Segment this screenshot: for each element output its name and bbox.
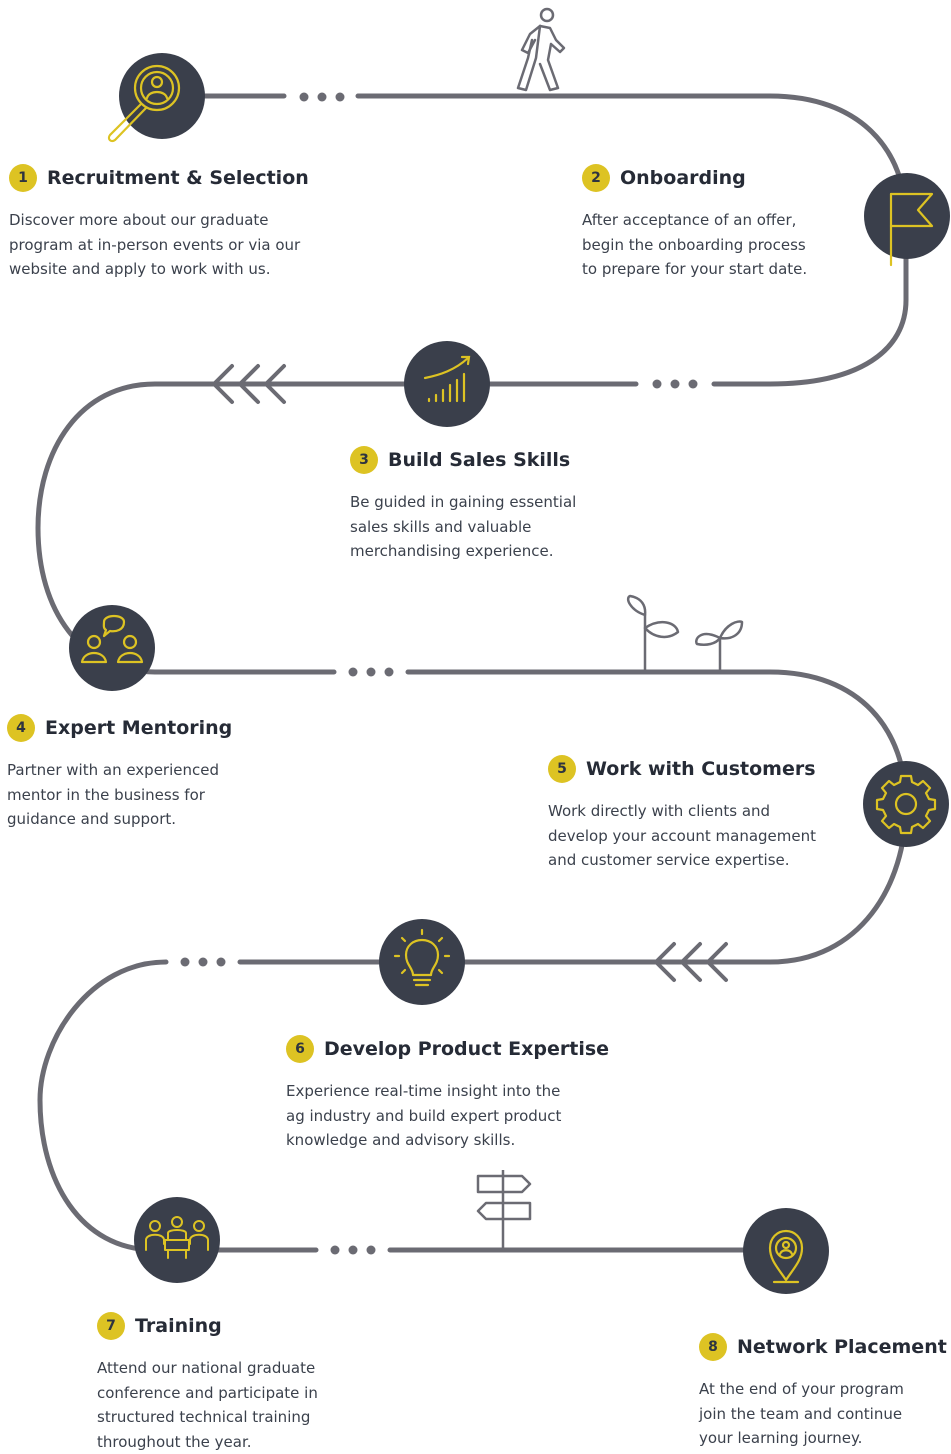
step-2: 2 Onboarding After acceptance of an offe…	[582, 164, 862, 282]
sprouts-icon	[626, 594, 744, 672]
gear-icon	[875, 774, 937, 835]
step-6: 6 Develop Product Expertise Experience r…	[286, 1035, 626, 1153]
dots-1	[299, 92, 345, 102]
step-5: 5 Work with Customers Work directly with…	[548, 755, 858, 873]
step-description: Experience real-time insight into the ag…	[286, 1082, 562, 1149]
dots-2	[652, 379, 698, 389]
step-title: Onboarding	[620, 167, 746, 189]
step-number-badge: 4	[7, 714, 35, 742]
step-number-badge: 5	[548, 755, 576, 783]
step-5-icon-circle	[863, 761, 949, 847]
step-description: Partner with an experienced mentor in th…	[7, 761, 219, 828]
step-number-badge: 8	[699, 1333, 727, 1361]
walking-person-icon	[516, 7, 566, 92]
step-description: Be guided in gaining essential sales ski…	[350, 493, 577, 560]
lightbulb-icon	[393, 928, 451, 987]
step-3-icon-circle	[404, 341, 490, 427]
step-number-badge: 2	[582, 164, 610, 192]
chevrons-left-icon	[654, 942, 728, 982]
dots-5	[330, 1245, 376, 1255]
step-7-icon-circle	[134, 1197, 220, 1283]
signpost-icon	[476, 1170, 532, 1250]
team-meeting-icon	[145, 1216, 209, 1259]
step-number-badge: 3	[350, 446, 378, 474]
magnifier-person-icon	[107, 64, 181, 143]
step-6-icon-circle	[379, 919, 465, 1005]
step-4-icon-circle	[69, 605, 155, 691]
chevrons-left-icon	[212, 364, 286, 404]
step-description: Work directly with clients and develop y…	[548, 802, 816, 869]
dots-4	[180, 957, 226, 967]
step-2-icon-circle	[864, 173, 950, 267]
step-number-badge: 1	[9, 164, 37, 192]
step-7: 7 Training Attend our national graduate …	[97, 1312, 397, 1454]
step-description: At the end of your program join the team…	[699, 1380, 904, 1447]
step-number-badge: 6	[286, 1035, 314, 1063]
step-description: Discover more about our graduate program…	[9, 211, 301, 278]
step-number-badge: 7	[97, 1312, 125, 1340]
step-title: Recruitment & Selection	[47, 167, 309, 189]
step-4: 4 Expert Mentoring Partner with an exper…	[7, 714, 307, 832]
step-description: Attend our national graduate conference …	[97, 1359, 318, 1451]
flag-icon	[889, 192, 934, 267]
step-title: Training	[135, 1315, 222, 1337]
step-title: Work with Customers	[586, 758, 816, 780]
step-title: Develop Product Expertise	[324, 1038, 610, 1060]
step-title: Build Sales Skills	[388, 449, 571, 471]
location-pin-icon	[768, 1229, 804, 1284]
step-description: After acceptance of an offer, begin the …	[582, 211, 808, 278]
dots-3	[348, 667, 394, 677]
step-title: Expert Mentoring	[45, 717, 233, 739]
step-8-icon-circle	[743, 1208, 829, 1294]
step-3: 3 Build Sales Skills Be guided in gainin…	[350, 446, 650, 564]
growth-chart-icon	[423, 355, 471, 403]
conversation-icon	[80, 614, 144, 664]
step-title: Network Placement	[737, 1336, 947, 1358]
step-8: 8 Network Placement At the end of your p…	[699, 1333, 949, 1451]
step-1-icon-circle	[107, 53, 205, 143]
step-1: 1 Recruitment & Selection Discover more …	[9, 164, 369, 282]
